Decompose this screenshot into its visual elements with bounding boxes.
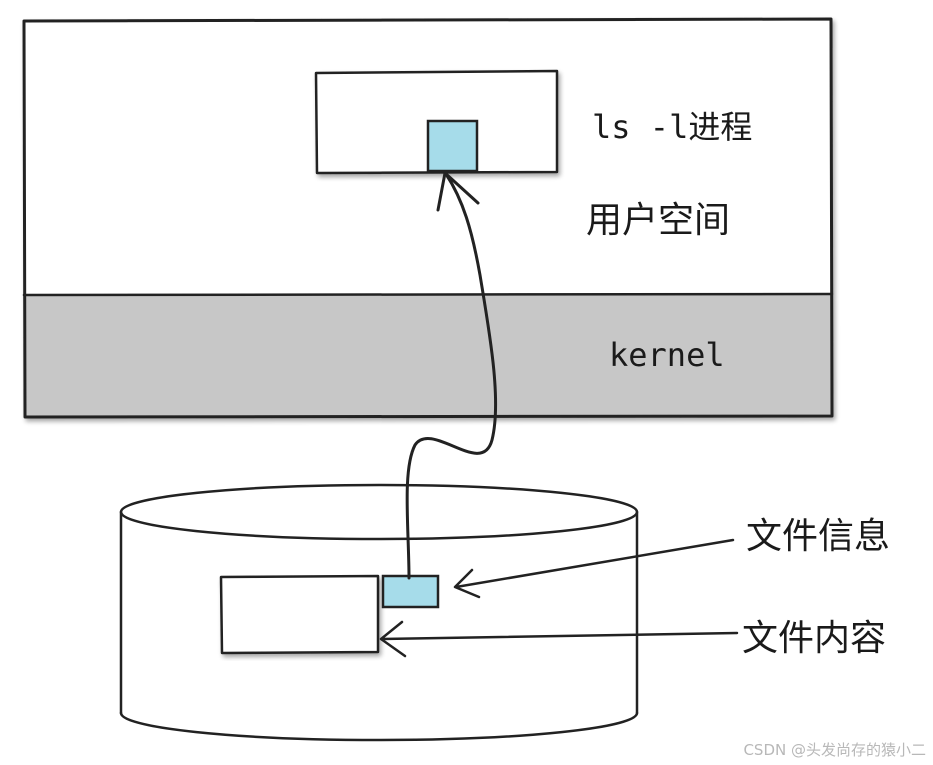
system-box: [22, 17, 834, 419]
file-content-arrow: [379, 620, 739, 658]
process-file-info-block: [426, 119, 479, 173]
user-space-label: 用户空间: [586, 200, 730, 241]
kernel-label: kernel: [609, 336, 725, 374]
file-content-block: [219, 574, 380, 655]
kernel-region: [24, 295, 832, 416]
load-arrow-line: [405, 172, 498, 580]
disk-bottom-edge: [119, 711, 639, 742]
system-box-outline: [22, 17, 834, 419]
watermark-text: CSDN @头发尚存的猿小二: [743, 741, 926, 759]
file-info-arrow: [453, 538, 735, 599]
process-label: ls -l进程: [592, 108, 752, 146]
file-content-label: 文件内容: [742, 618, 886, 659]
disk-file-info-block: [381, 574, 440, 609]
kernel-divider-line: [22, 292, 834, 297]
load-arrowhead: [436, 171, 480, 212]
file-info-label: 文件信息: [746, 516, 890, 557]
